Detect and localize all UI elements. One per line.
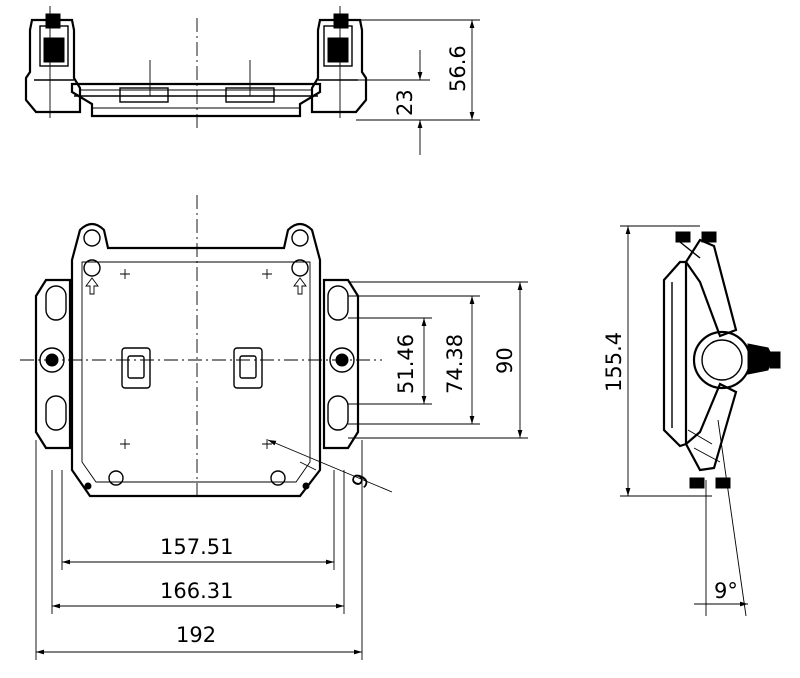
dim-side-height: 155.4 bbox=[602, 332, 626, 392]
dim-spacing-inner: 51.46 bbox=[394, 334, 418, 394]
dim-top-height-total: 56.6 bbox=[446, 45, 470, 92]
dim-top-height-base: 23 bbox=[393, 89, 417, 116]
side-view bbox=[620, 225, 781, 617]
dim-spacing-outer: 90 bbox=[493, 347, 517, 374]
front-view bbox=[20, 195, 528, 660]
dim-side-angle: 9° bbox=[714, 579, 738, 603]
dim-spacing-mid: 74.38 bbox=[443, 334, 467, 394]
dim-width-inner: 157.51 bbox=[160, 535, 233, 559]
dim-slot-size: 9 bbox=[347, 470, 374, 493]
dim-width-overall: 192 bbox=[176, 623, 216, 647]
dim-width-mid: 166.31 bbox=[160, 579, 233, 603]
top-view bbox=[24, 6, 480, 155]
